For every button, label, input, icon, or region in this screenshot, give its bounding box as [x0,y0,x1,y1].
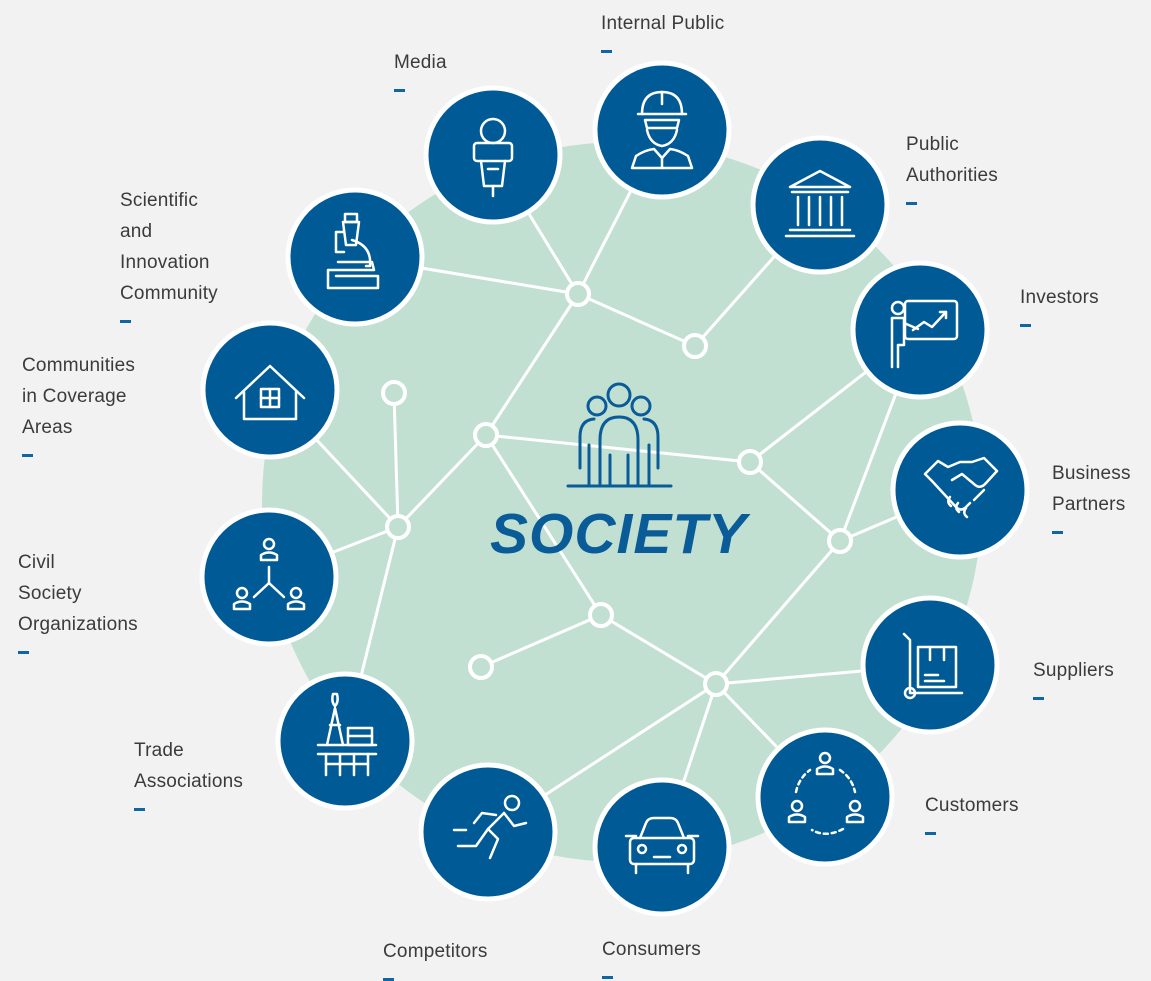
label-dash [1020,324,1031,327]
junction-node [827,528,853,554]
suppliers-node[interactable] [860,595,1000,735]
junction-node [682,333,708,359]
junction-node [565,281,591,307]
junction-node [468,654,494,680]
junction-node [703,671,729,697]
consumers-node[interactable] [592,777,732,917]
connection-line [484,292,580,437]
label-dash [134,808,145,811]
label-consumers: Consumers [602,934,701,979]
stakeholder-nodes [199,60,1030,917]
junction-node [588,602,614,628]
running-person-icon [452,794,528,860]
junction-nodes [381,281,853,697]
civil-society-organizations-node[interactable] [199,507,339,647]
oil-rig-icon [316,692,378,777]
house-icon [234,364,306,421]
communities-node[interactable] [200,320,340,460]
public-authorities-node[interactable] [750,135,890,275]
trade-associations-node[interactable] [275,671,415,811]
label-civil-society-organizations: Civil Society Organizations [18,547,138,654]
label-dash [601,50,612,53]
internal-public-node[interactable] [592,60,732,200]
label-dash [394,89,405,92]
connection-line [396,433,488,529]
connection-line [484,433,603,617]
connection-line [484,433,752,464]
car-icon [624,816,700,875]
label-internal-public: Internal Public [601,8,724,53]
presentation-chart-icon [890,299,959,369]
label-dash [925,832,936,835]
label-communities: Communities in Coverage Areas [22,350,135,457]
label-dash [906,202,917,205]
worker-helmet-icon [630,90,694,170]
competitors-node[interactable] [418,762,558,902]
microphone-icon [472,117,514,198]
customer-cycle-icon [787,751,865,835]
connection-line [479,613,603,669]
junction-node [473,422,499,448]
network-people-icon [232,537,306,611]
label-media: Media [394,47,447,92]
label-competitors: Competitors [383,936,488,981]
connection-line [392,391,400,529]
label-dash [18,651,29,654]
label-dash [1052,531,1063,534]
hand-truck-box-icon [902,632,964,700]
media-node[interactable] [423,85,563,225]
label-scientific: Scientific and Innovation Community [120,185,218,323]
connection-line [748,460,842,543]
junction-node [381,380,407,406]
label-dash [1033,697,1044,700]
customers-node[interactable] [755,727,895,867]
connection-line [576,292,697,348]
investors-node[interactable] [850,260,990,400]
center-title: SOCIETY [490,502,748,566]
handshake-icon [923,456,999,519]
government-building-icon [784,169,856,238]
label-investors: Investors [1020,282,1099,327]
label-dash [383,978,394,981]
society-background-circle [262,142,982,862]
label-dash [602,976,613,979]
label-customers: Customers [925,790,1019,835]
connection-line [714,539,842,686]
business-partners-node[interactable] [890,420,1030,560]
junction-node [737,449,763,475]
microscope-icon [326,212,380,290]
label-public-authorities: Public Authorities [906,129,998,205]
people-group-icon [566,382,673,488]
scientific-node[interactable] [285,187,425,327]
label-suppliers: Suppliers [1033,655,1114,700]
label-dash [120,320,131,323]
label-business-partners: Business Partners [1052,458,1131,534]
connection-line [599,613,718,686]
junction-node [385,514,411,540]
label-dash [22,454,33,457]
label-trade-associations: Trade Associations [134,735,243,811]
